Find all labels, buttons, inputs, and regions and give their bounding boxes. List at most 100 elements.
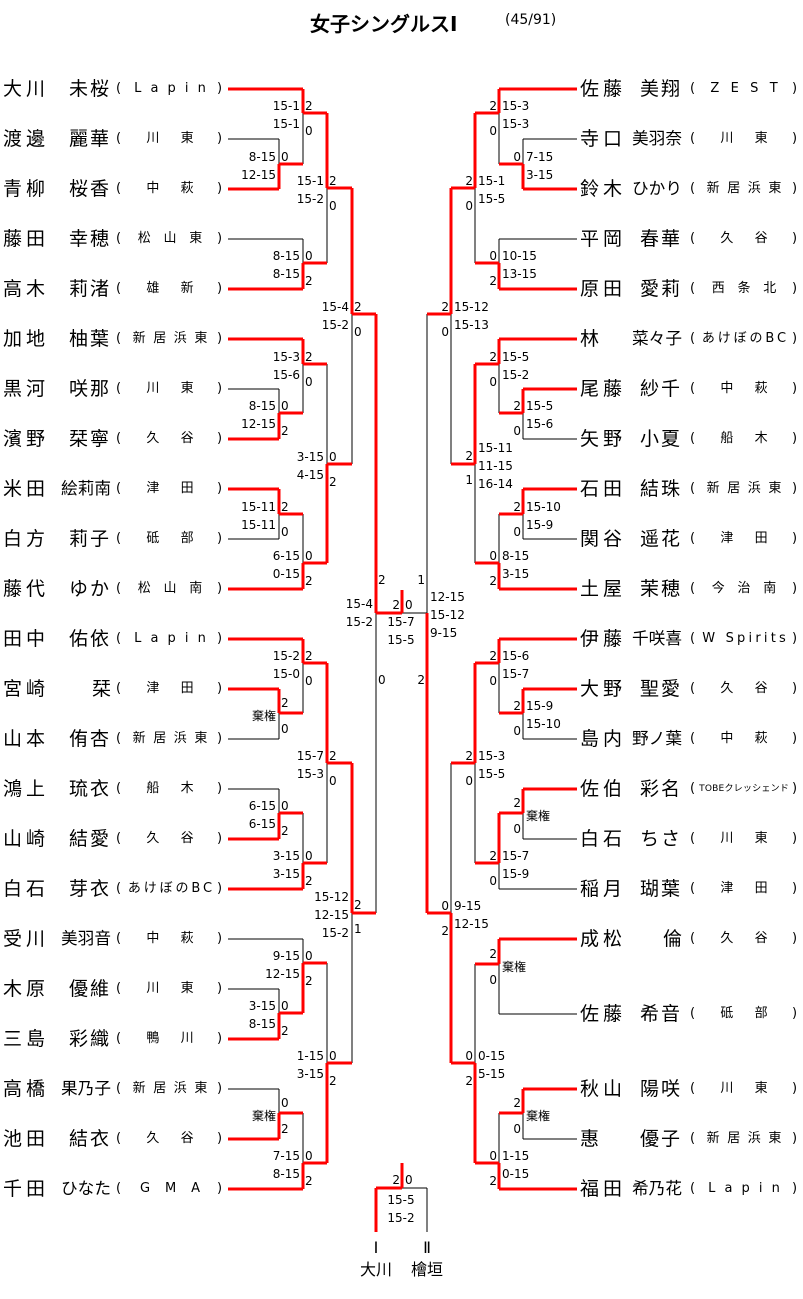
- game-score: 15-12: [430, 608, 465, 622]
- team-close-paren: ): [792, 531, 798, 546]
- player-team: 津田: [146, 481, 215, 496]
- team-open-paren: (: [690, 281, 696, 296]
- match-games-won-top: 0: [305, 849, 313, 863]
- game-score: 15-3: [478, 749, 506, 763]
- match-games-won-bottom: 2: [489, 1174, 497, 1188]
- game-score: 5-15: [478, 1067, 506, 1081]
- game-score: 15-10: [526, 717, 561, 731]
- team-open-paren: (: [690, 631, 696, 646]
- player-team: 松山東: [137, 231, 215, 246]
- match-games-won-bottom: 0: [281, 722, 289, 736]
- player-entry: 島内野ノ葉(中萩): [578, 727, 803, 751]
- player-family-name: 木原: [3, 978, 49, 1000]
- team-close-paren: ): [792, 1181, 798, 1196]
- match-games-won-bottom: 0: [329, 199, 337, 213]
- team-close-paren: ): [792, 1081, 798, 1096]
- player-entry: 田中佑依(Lapin): [0, 627, 228, 651]
- game-score: 0-15: [502, 1167, 530, 1181]
- game-score: 8-15: [248, 399, 276, 413]
- match-games-won-bottom: 0: [354, 325, 362, 339]
- game-score: 15-6: [502, 649, 530, 663]
- match-games-won-top: 0: [465, 1049, 473, 1063]
- match-games-won-top: 2: [465, 449, 473, 463]
- player-entry: 木原優維(川東): [0, 977, 228, 1001]
- player-entry: 佐藤美翔(ZEST): [578, 77, 803, 101]
- match-games-won-bottom: 1: [354, 922, 362, 936]
- player-given-name: 希音: [640, 1003, 682, 1025]
- player-family-name: 白方: [3, 528, 49, 550]
- match-games-won-bottom: 0: [441, 325, 449, 339]
- player-entry: 惠優子(新居浜東): [578, 1127, 803, 1151]
- team-open-paren: (: [690, 1131, 696, 1146]
- player-team: GMA: [139, 1181, 215, 1196]
- player-entry: 大野聖愛(久谷): [578, 677, 803, 701]
- match-games-won-bottom: 0: [513, 822, 521, 836]
- player-family-name: 黒河: [3, 378, 49, 400]
- team-open-paren: (: [690, 431, 696, 446]
- team-close-paren: ): [217, 531, 223, 546]
- match-games-won-top: 2: [489, 849, 497, 863]
- player-team: 船木: [720, 431, 789, 446]
- match-games-won-bottom: 0: [513, 724, 521, 738]
- match-games-won-bottom: 0: [513, 424, 521, 438]
- player-entry: 関谷遥花(津田): [578, 527, 803, 551]
- player-family-name: 濱野: [3, 428, 49, 450]
- game-score: 1-15: [502, 1149, 530, 1163]
- team-open-paren: (: [116, 1081, 122, 1096]
- match-games-won-bottom: 0: [489, 124, 497, 138]
- team-open-paren: (: [690, 331, 696, 346]
- player-team: 新居浜東: [706, 481, 789, 496]
- game-score: 12-15: [241, 168, 276, 182]
- game-score: 1-15: [296, 1049, 324, 1063]
- player-family-name: 高橋: [3, 1078, 49, 1100]
- match-games-won-bottom: 0: [489, 674, 497, 688]
- player-given-name: 希乃花: [632, 1179, 682, 1198]
- player-team: 船木: [146, 781, 215, 796]
- match-games-won-bottom: 0: [465, 774, 473, 788]
- player-team: 川東: [146, 981, 215, 996]
- match-games-won-top: 2: [513, 500, 521, 514]
- match-games-won-top: 0: [281, 799, 289, 813]
- game-score: 15-1: [272, 117, 300, 131]
- team-close-paren: ): [217, 831, 223, 846]
- player-team: 川東: [720, 831, 789, 846]
- team-open-paren: (: [116, 381, 122, 396]
- game-score: 16-14: [478, 477, 513, 491]
- match-games-won-top: 2: [305, 99, 313, 113]
- match-games-won-top: 2: [513, 1096, 521, 1110]
- player-family-name: 大野: [580, 678, 626, 700]
- game-score: 15-4: [321, 300, 349, 314]
- team-open-paren: (: [116, 531, 122, 546]
- team-close-paren: ): [217, 781, 223, 796]
- player-entry: 佐伯彩名(TOBEクレッシェンド): [578, 777, 803, 801]
- player-family-name: 三島: [3, 1028, 49, 1050]
- playoff-rank: Ⅰ: [373, 1238, 379, 1257]
- player-entry: 大川未桜(Lapin): [0, 77, 228, 101]
- team-open-paren: (: [116, 1031, 122, 1046]
- match-games-won-top: 2: [513, 699, 521, 713]
- team-close-paren: ): [217, 231, 223, 246]
- team-open-paren: (: [690, 231, 696, 246]
- player-given-name: ひなた: [61, 1179, 111, 1198]
- match-games-won-bottom: 2: [305, 974, 313, 988]
- player-team: あけぼのBC: [701, 331, 789, 346]
- team-close-paren: ): [792, 931, 798, 946]
- player-given-name: 紗千: [640, 378, 682, 400]
- player-entry: 渡邊麗華(川東): [0, 127, 228, 151]
- player-family-name: 尾藤: [580, 378, 626, 400]
- team-close-paren: ): [217, 481, 223, 496]
- player-entry: 石田結珠(新居浜東): [578, 477, 803, 501]
- team-close-paren: ): [217, 881, 223, 896]
- player-entry: 原田愛莉(西条北): [578, 277, 803, 301]
- player-family-name: 寺口: [580, 128, 626, 150]
- match-games-won-top: 0: [305, 549, 313, 563]
- player-entry: 濱野栞寧(久谷): [0, 427, 228, 451]
- player-entry: 千田ひなた(GMA): [0, 1177, 228, 1201]
- player-family-name: 島内: [580, 728, 626, 750]
- game-score: 3-15: [296, 1067, 324, 1081]
- game-score: 15-12: [454, 300, 489, 314]
- player-team: 久谷: [146, 1131, 215, 1146]
- match-games-won-bottom: 0: [513, 1122, 521, 1136]
- team-open-paren: (: [690, 581, 696, 596]
- match-games-won-top: 2: [441, 300, 449, 314]
